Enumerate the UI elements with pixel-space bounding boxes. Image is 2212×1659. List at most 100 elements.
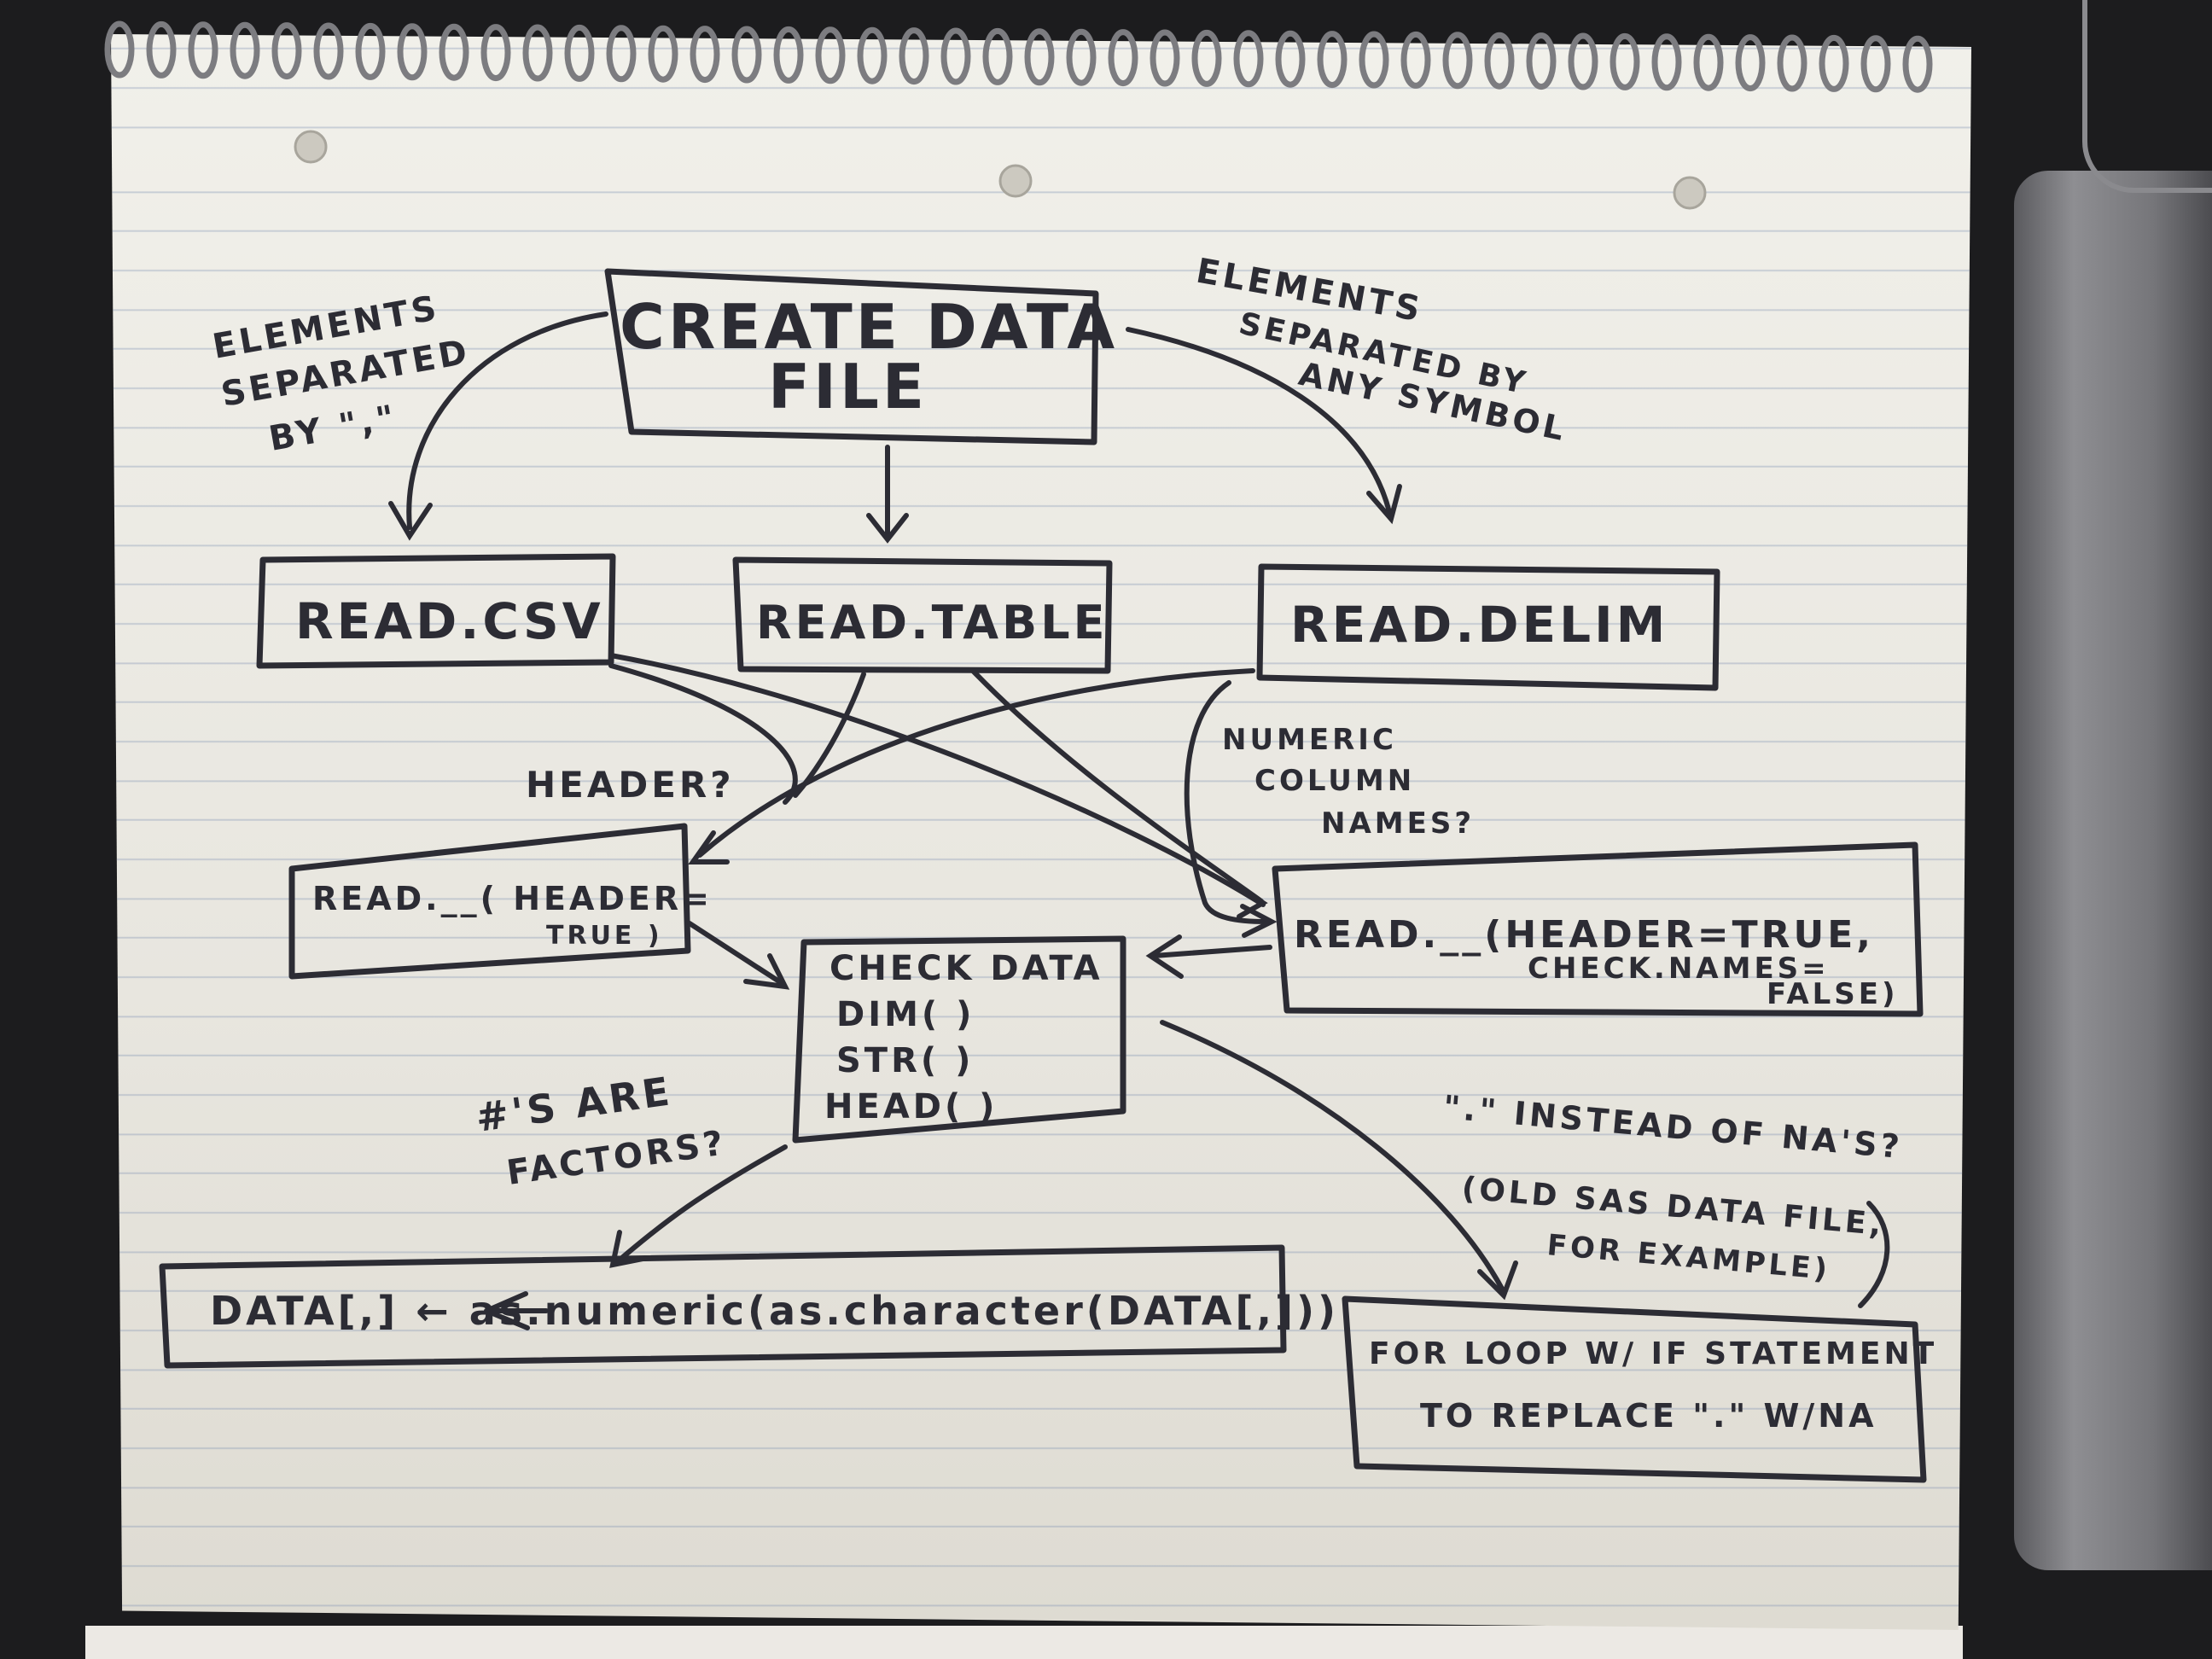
spiral-ring [522,24,553,82]
arrows [388,311,1890,1330]
node-data-convert-label: DATA[,] ← as.numeric(as.character(DATA[,… [210,1288,1339,1334]
arrow-table-to-header [793,672,866,798]
spiral-ring [313,22,344,80]
node-box-read-table [732,556,1113,674]
arrow-delim-to-header [697,668,1255,858]
spiral-ring [1693,33,1724,91]
spiral-binding [104,20,1933,93]
spiral-ring [1568,32,1598,90]
arrowhead [1366,484,1402,525]
spiral-ring [1108,29,1138,87]
node-check-data-line3: STR( ) [836,1041,974,1080]
arrow-header-to-check [687,921,784,986]
laptop [2014,171,2212,1570]
spiral-ring [1902,35,1933,93]
node-read-header-names-line2: CHECK.NAMES= [1528,952,1830,986]
node-box-read-header-names [1272,841,1924,1017]
spiral-ring [397,23,428,81]
spiral-ring [146,20,177,79]
arrowhead [1477,1260,1518,1301]
arrowhead [609,1230,649,1268]
node-read-header-names-line3: FALSE) [1767,977,1899,1011]
spiral-ring [648,25,678,83]
arrow-table-to-header-names [970,668,1264,904]
spiral-ring [1150,29,1180,87]
spiral-ring [1317,31,1348,89]
bracket [1858,1201,1890,1308]
spiral-ring [1066,28,1097,86]
node-box-check-data [792,935,1126,1144]
spiral-ring [1819,34,1849,92]
node-read-delim-label: READ.DELIM [1290,596,1668,654]
node-box-for-loop [1342,1295,1927,1483]
spiral-ring [1484,32,1515,90]
arrow-left [484,1291,549,1330]
node-box-create-data-file [604,268,1099,445]
spiral-ring [564,24,595,82]
spiral-ring [1651,33,1682,91]
arrowhead [1240,904,1278,938]
node-read-header-names-line1: READ.__(HEADER=TRUE, [1294,913,1874,957]
laptop-screen-edge [2082,0,2212,193]
arrow-check-to-for-loop [1160,1020,1505,1291]
spiral-ring [230,21,260,79]
arrow-delim-to-header-names [1184,680,1269,924]
spiral-ring [1024,28,1055,86]
spiral-ring [1400,31,1431,89]
arrow-check-to-convert [615,1144,788,1264]
spiral-ring [1860,35,1891,93]
annotation-factors-line1: #'S ARE [473,1068,675,1141]
node-create-title-line2: FILE [768,351,928,422]
node-box-data-convert [159,1244,1287,1369]
annotation-header-question: HEADER? [526,764,735,806]
node-read-csv-label: READ.CSV [295,592,604,650]
node-for-loop-line1: FOR LOOP W/ IF STATEMENT [1369,1336,1937,1371]
spiral-ring [1610,32,1640,90]
arrowhead [688,830,730,864]
spiral-ring [940,27,971,85]
node-read-header-line2: TRUE ) [546,921,663,951]
spiral-ring [1191,29,1222,87]
arrowhead [1231,882,1268,919]
node-read-header-line1: READ.__( HEADER= [312,880,713,917]
annotation-any-line1: ELEMENTS [1193,252,1426,330]
paper-stack-edge [85,1626,1963,1659]
spiral-ring [982,27,1013,85]
node-for-loop-line2: TO REPLACE "." W/NA [1420,1397,1877,1435]
spiral-ring [690,26,720,84]
spiral-ring [731,26,762,84]
spiral-ring [857,26,888,84]
annotation-factors-line2: FACTORS? [504,1123,729,1193]
spiral-ring [104,20,135,79]
node-read-table-label: READ.TABLE [756,596,1109,649]
node-check-data-line1: CHECK DATA [830,949,1103,988]
node-box-read-csv [256,553,616,669]
arrowhead [1145,934,1184,979]
arrow-create-to-csv [406,311,608,530]
annotation-na-line2: (OLD SAS DATA FILE, [1460,1171,1886,1243]
spiral-ring [773,26,804,84]
spiral-ring [1275,30,1306,88]
annotation-numeric-line1: NUMERIC [1222,723,1397,757]
node-check-data-line4: HEAD( ) [824,1087,998,1126]
spiral-ring [439,23,469,81]
punch-hole [294,130,328,164]
spiral-ring [815,26,846,84]
punch-holes [294,130,1707,210]
spiral-ring [1359,31,1389,89]
spiral-ring [480,24,511,82]
node-create-title-line1: CREATE DATA [620,291,1118,363]
annotation-comma-line3: BY "," [266,398,401,459]
spiral-ring [1526,32,1557,90]
arrow-header-names-to-check [1151,945,1272,958]
annotation-numeric-line3: NAMES? [1321,806,1475,841]
spiral-ring [606,25,637,83]
annotation-na-line3: FOR EXAMPLE) [1545,1228,1831,1287]
punch-hole [998,164,1033,198]
spiral-ring [1233,30,1264,88]
spiral-ring [355,22,386,80]
node-box-read-header [288,823,691,980]
spiral-ring [271,22,302,80]
punch-hole [1673,176,1707,210]
